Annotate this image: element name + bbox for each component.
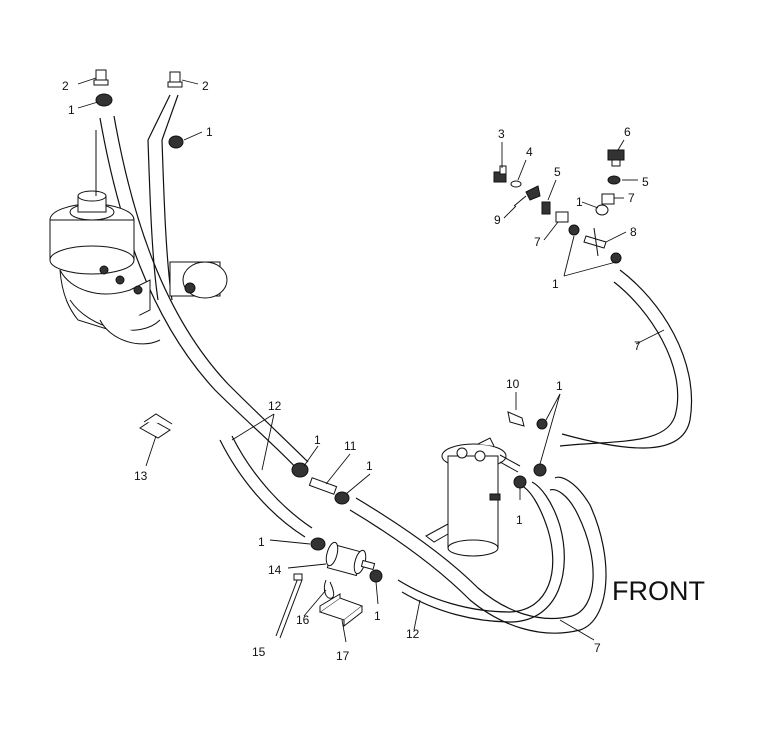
fitting-5-left [541, 201, 551, 215]
clamp-1-right-cluster [595, 204, 609, 216]
fitting-2-right [167, 71, 183, 88]
callout-15: 15 [252, 645, 266, 659]
clip-13 [139, 413, 173, 439]
clamp-1-filter-left [310, 537, 326, 551]
callout-1-tee: 1 [552, 277, 559, 291]
callout-1-mid-right: 1 [366, 459, 373, 473]
callout-8: 8 [630, 225, 637, 239]
callout-1-tank: 1 [516, 513, 523, 527]
callout-13: 13 [134, 469, 148, 483]
clamp-1-fitting-10 [536, 418, 548, 430]
callout-5-left: 5 [554, 165, 561, 179]
callout-1-left: 1 [68, 103, 75, 117]
clamp-1-tee-left [568, 224, 580, 236]
clamp-1-tank-right [533, 463, 547, 477]
callout-17: 17 [336, 649, 350, 663]
clip-16 [323, 579, 335, 599]
callout-1-tank-top: 1 [556, 379, 563, 393]
clamp-1-tank [513, 475, 527, 489]
callout-16: 16 [296, 613, 310, 627]
callout-12-upper: 12 [268, 399, 282, 413]
hose-center [349, 476, 607, 634]
clamp-1-left-top [95, 93, 113, 107]
callout-labels: 2 1 2 1 3 4 5 9 6 5 1 7 7 8 1 7 10 1 12 … [62, 79, 649, 663]
callout-1-mid-left: 1 [314, 433, 321, 447]
hose-12-lower [219, 435, 313, 538]
tee-8 [583, 227, 607, 257]
fitting-4 [510, 180, 522, 188]
callout-7-left-cluster: 7 [534, 235, 541, 249]
front-label: FRONT [612, 576, 705, 606]
callout-10: 10 [506, 377, 520, 391]
callout-14: 14 [268, 563, 282, 577]
valve-3 [493, 165, 507, 183]
callout-1-cluster: 1 [576, 195, 583, 209]
clamp-1-right-top [168, 135, 184, 149]
hose-12-upper [99, 115, 309, 471]
clamp-1-filter-right [369, 569, 383, 583]
callout-4: 4 [526, 145, 533, 159]
callout-6: 6 [624, 125, 631, 139]
clamp-1-tee-right [610, 252, 622, 264]
hose-12-bottom [397, 481, 565, 623]
cable-tie-15 [275, 573, 303, 639]
callout-2-right: 2 [202, 79, 209, 93]
callout-9: 9 [494, 213, 501, 227]
clamp-7-left [555, 211, 569, 223]
fitting-5-right [607, 175, 621, 185]
clamp-1-mid-left [291, 462, 309, 478]
callout-1-filter-left: 1 [258, 535, 265, 549]
cap-6 [607, 149, 625, 167]
callout-11: 11 [344, 439, 357, 453]
fitting-2-left [93, 69, 109, 86]
clamp-1-mid-right [334, 491, 350, 505]
fuel-filter-14 [325, 541, 376, 577]
fitting-9 [513, 185, 541, 207]
carburetor-assembly [49, 130, 228, 345]
callout-3: 3 [498, 127, 505, 141]
callout-7-cluster: 7 [628, 191, 635, 205]
hose-7-right [559, 269, 692, 449]
callout-7-bottom: 7 [594, 641, 601, 655]
fitting-10 [507, 411, 525, 427]
fuel-tank-pump [425, 437, 521, 557]
callout-1-filter-right: 1 [374, 609, 381, 623]
callout-7-hose: 7 [634, 339, 641, 353]
fitting-11 [308, 477, 338, 495]
callout-12-bottom: 12 [406, 627, 420, 641]
leader-lines [77, 77, 665, 643]
callout-1-top-right: 1 [206, 125, 213, 139]
callout-2-left: 2 [62, 79, 69, 93]
clamp-7-right [601, 193, 615, 205]
callout-5-right: 5 [642, 175, 649, 189]
bracket-17 [318, 593, 364, 628]
